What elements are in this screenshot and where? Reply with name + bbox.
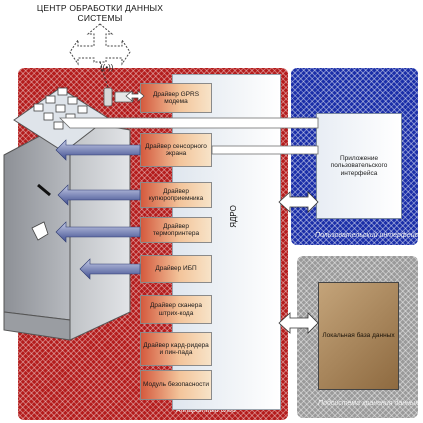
driver-barcode-scanner: Драйвер сканера штрих-кода [140, 295, 212, 324]
driver-thermal-printer: Драйвер термопринтера [140, 217, 212, 243]
antenna-icon [103, 87, 113, 107]
driver-gprs-modem: Драйвер GPRS модема [140, 83, 212, 113]
driver-touchscreen: Драйвер сенсорного экрана [140, 133, 212, 167]
ui-application-box: Приложение пользовательского интерфейса [316, 113, 402, 219]
arrow-bill-acceptor [57, 184, 141, 206]
arrow-ups [79, 258, 141, 280]
ui-region-label: Пользовательский интерфейс [315, 232, 419, 239]
arrow-touchscreen [55, 139, 141, 161]
modem-link-line [99, 61, 109, 89]
driver-arrows [55, 139, 141, 280]
storage-region-label: Подсистема хранения данных [318, 400, 419, 407]
datacenter-double-arrow [69, 23, 131, 66]
kiosk-terminal [3, 87, 134, 341]
kernel-ui-double-arrow [278, 191, 319, 213]
driver-bill-acceptor: Драйвер купюроприемника [140, 182, 212, 208]
driver-ups: Драйвер ИБП [140, 255, 212, 283]
diagram-title-line-2: СИСТЕМЫ [77, 13, 123, 23]
receipt-icon [31, 221, 49, 241]
keypad-icon [33, 87, 88, 130]
arrow-thermal-printer [55, 221, 141, 243]
hardware-region-label: Аппаратный слой [176, 407, 236, 414]
kernel-bus-arrows [125, 90, 145, 102]
app-connectors [59, 117, 319, 155]
diagram-title-line-1: ЦЕНТР ОБРАБОТКИ ДАННЫХ [36, 3, 164, 13]
modem-link-label: ((•)) [100, 63, 114, 72]
bill-slot-icon [37, 183, 51, 197]
kernel-db-double-arrow [278, 312, 319, 334]
security-module: Модуль безопасности [140, 370, 212, 400]
driver-card-reader-pinpad: Драйвер кард-ридера и пин-пада [140, 332, 212, 366]
local-database-box: Локальная база данных [318, 282, 399, 390]
